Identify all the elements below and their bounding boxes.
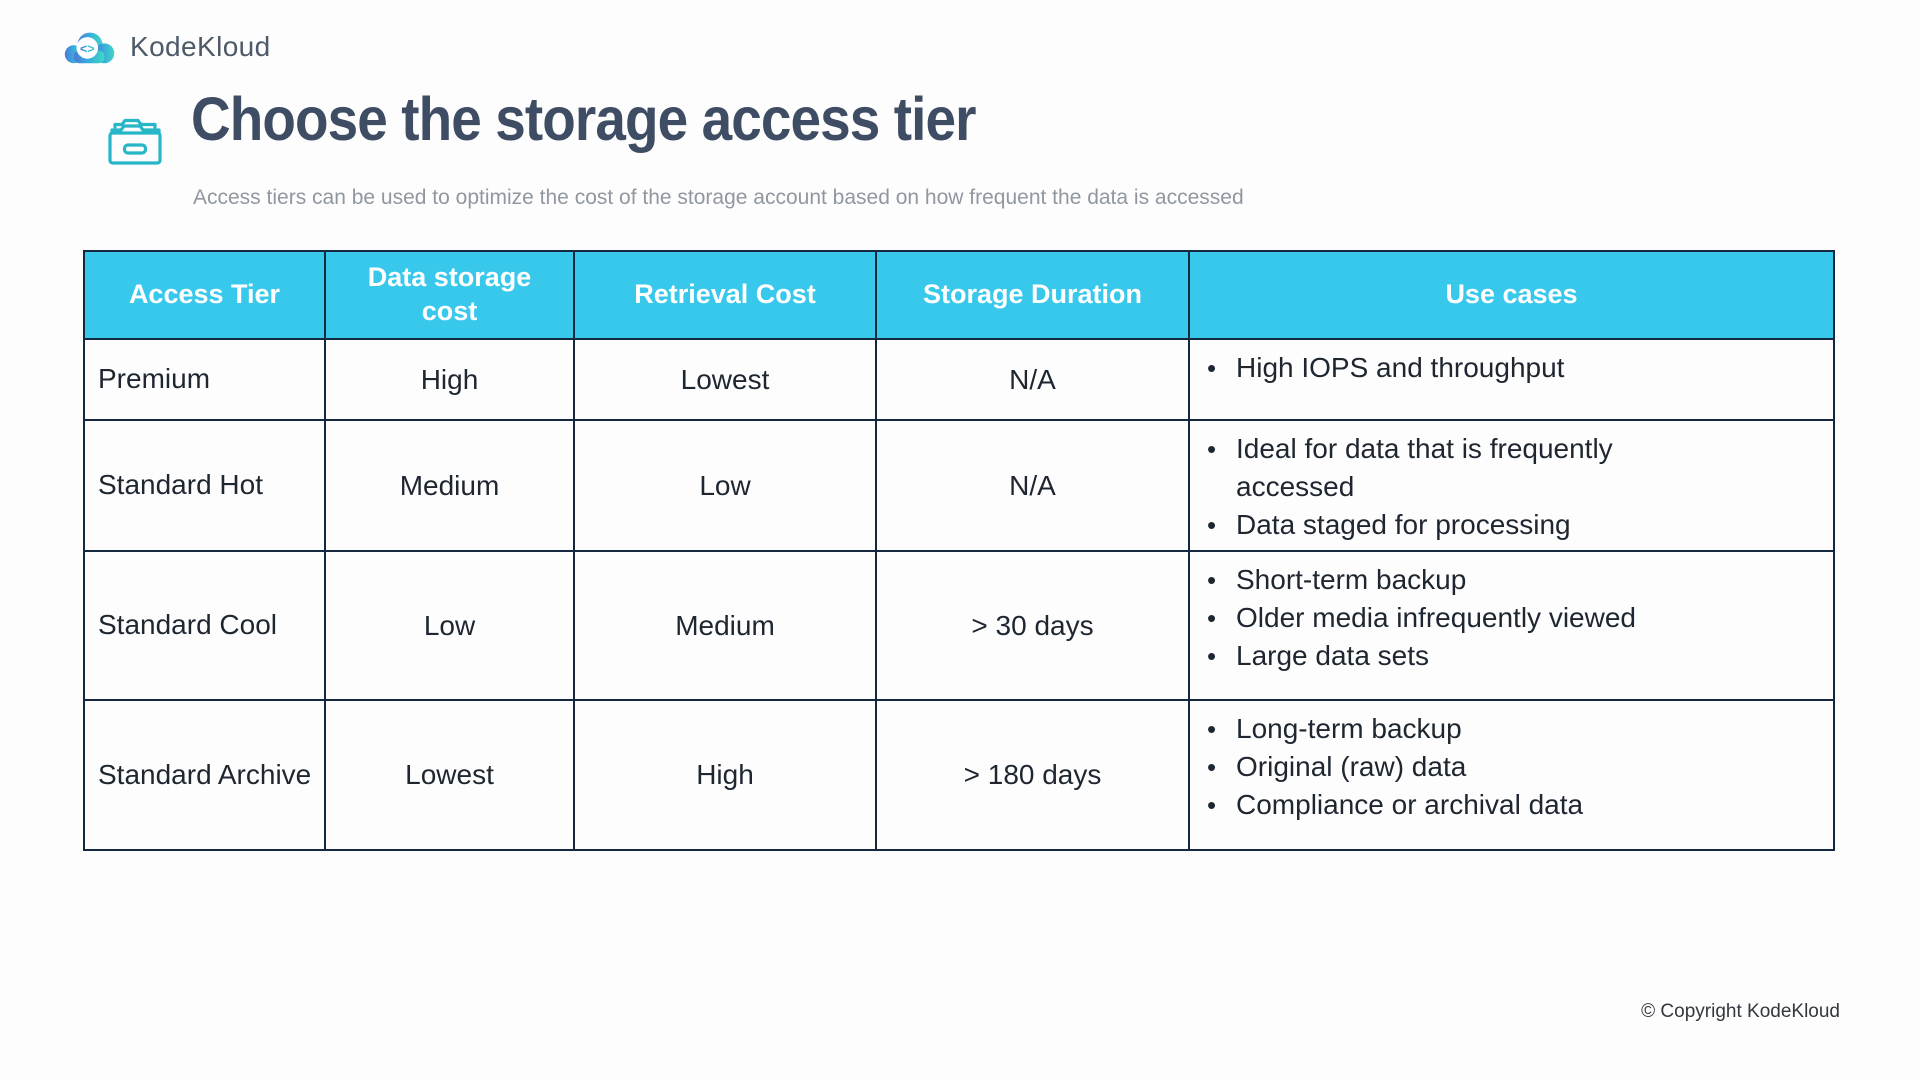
bullet-glyph: • [1207, 641, 1217, 671]
cell-use-cases: •High IOPS and throughput [1188, 338, 1835, 421]
cell-storage-cost: Lowest [324, 699, 575, 851]
use-case-item: •Older media infrequently viewed [1190, 599, 1813, 637]
bullet-glyph: • [1207, 510, 1217, 540]
bullet-glyph: • [1207, 353, 1217, 383]
use-case-item: •High IOPS and throughput [1190, 349, 1813, 387]
table-body: Premium High Lowest N/A •High IOPS and t… [83, 338, 1835, 851]
column-header-data-storage-cost: Data storage cost [324, 250, 575, 340]
cell-storage-cost: High [324, 338, 575, 421]
column-header-access-tier: Access Tier [83, 250, 326, 340]
cell-tier: Standard Cool [83, 550, 326, 701]
cell-duration: > 180 days [875, 699, 1190, 851]
table-header: Access Tier Data storage cost Retrieval … [83, 250, 1835, 340]
cell-retrieval-cost: High [573, 699, 877, 851]
cell-tier: Premium [83, 338, 326, 421]
column-header-use-cases: Use cases [1188, 250, 1835, 340]
use-case-item: •Short-term backup [1190, 561, 1813, 599]
cell-duration: > 30 days [875, 550, 1190, 701]
copyright-notice: © Copyright KodeKloud [1641, 1001, 1840, 1022]
page-title: Choose the storage access tier [191, 85, 977, 153]
bullet-glyph: • [1207, 752, 1217, 782]
bullet-glyph: • [1207, 565, 1217, 595]
cell-use-cases: •Long-term backup •Original (raw) data •… [1188, 699, 1835, 851]
logo-text: KodeKloud [130, 31, 271, 62]
cell-storage-cost: Medium [324, 419, 575, 552]
cell-use-cases: •Short-term backup •Older media infreque… [1188, 550, 1835, 701]
use-case-item: •Original (raw) data [1190, 748, 1813, 786]
storage-drawer-icon [99, 101, 171, 173]
cell-duration: N/A [875, 338, 1190, 421]
access-tier-table: Access Tier Data storage cost Retrieval … [83, 250, 1835, 851]
cell-storage-cost: Low [324, 550, 575, 701]
cell-retrieval-cost: Medium [573, 550, 877, 701]
column-header-retrieval-cost: Retrieval Cost [573, 250, 877, 340]
code-brackets-glyph: <> [80, 42, 95, 56]
page-subtitle: Access tiers can be used to optimize the… [193, 186, 1244, 209]
table-row-standard-cool: Standard Cool Low Medium > 30 days •Shor… [83, 550, 1835, 701]
bullet-glyph: • [1207, 434, 1217, 464]
table-row-standard-hot: Standard Hot Medium Low N/A •Ideal for d… [83, 419, 1835, 552]
table-row-premium: Premium High Lowest N/A •High IOPS and t… [83, 338, 1835, 421]
bullet-glyph: • [1207, 603, 1217, 633]
column-header-storage-duration: Storage Duration [875, 250, 1190, 340]
kodekloud-cloud-icon: <> [63, 27, 117, 67]
kodekloud-logo: <> KodeKloud [63, 27, 271, 67]
bullet-glyph: • [1207, 714, 1217, 744]
use-case-item: •Compliance or archival data [1190, 786, 1813, 824]
cell-retrieval-cost: Lowest [573, 338, 877, 421]
use-case-item: •Data staged for processing [1190, 506, 1813, 544]
table-row-standard-archive: Standard Archive Lowest High > 180 days … [83, 699, 1835, 851]
use-case-item: •Ideal for data that is frequently acces… [1190, 430, 1813, 506]
cell-use-cases: •Ideal for data that is frequently acces… [1188, 419, 1835, 552]
cell-retrieval-cost: Low [573, 419, 877, 552]
cell-tier: Standard Archive [83, 699, 326, 851]
use-case-item: •Long-term backup [1190, 710, 1813, 748]
cell-duration: N/A [875, 419, 1190, 552]
bullet-glyph: • [1207, 790, 1217, 820]
use-case-item: •Large data sets [1190, 637, 1813, 675]
cell-tier: Standard Hot [83, 419, 326, 552]
